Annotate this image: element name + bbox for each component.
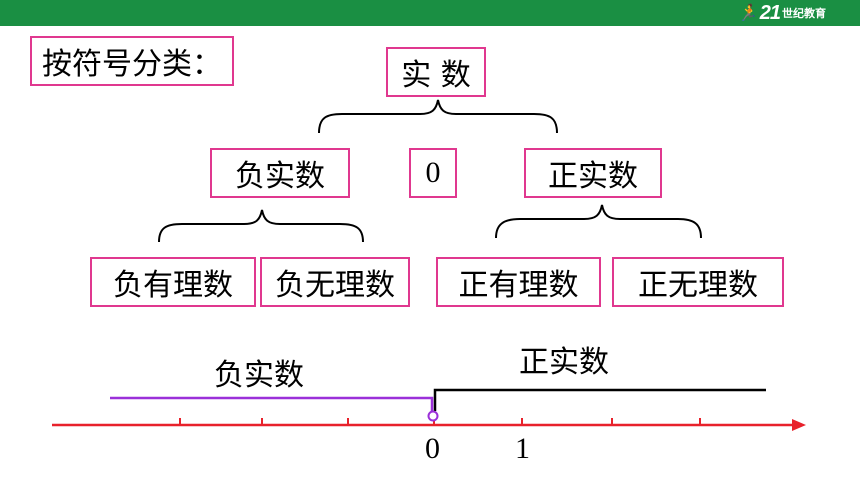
negative-rational-box: 负有理数: [90, 257, 256, 307]
runner-icon: 🏃: [737, 5, 758, 22]
positive-rational-box: 正有理数: [436, 257, 601, 307]
logo-number: 21: [759, 1, 781, 24]
brace-positive: [495, 204, 702, 239]
logo-text: 世纪教育: [782, 8, 826, 20]
positive-real-label: 正实数: [519, 345, 609, 380]
brace-real: [318, 99, 558, 134]
positive-irrational-box: 正无理数: [612, 257, 784, 307]
negative-real-label: 负实数: [214, 358, 304, 393]
site-logo: 🏃 21 世纪教育: [738, 2, 826, 24]
classification-title: 按符号分类：: [30, 36, 234, 86]
negative-real-box: 负实数: [210, 148, 350, 198]
brace-negative: [158, 209, 364, 243]
positive-real-box: 正实数: [524, 148, 662, 198]
origin-label: 0: [425, 432, 440, 465]
zero-box: 0: [409, 148, 457, 198]
real-number-root: 实 数: [386, 47, 486, 97]
negative-irrational-box: 负无理数: [260, 257, 410, 307]
negative-ray: [110, 396, 434, 411]
number-line-arrow: [792, 419, 806, 431]
origin-open-circle: [427, 410, 439, 422]
unit-label: 1: [515, 432, 530, 465]
top-bar: 🏃 21 世纪教育: [0, 0, 860, 26]
positive-ray: [433, 388, 766, 411]
